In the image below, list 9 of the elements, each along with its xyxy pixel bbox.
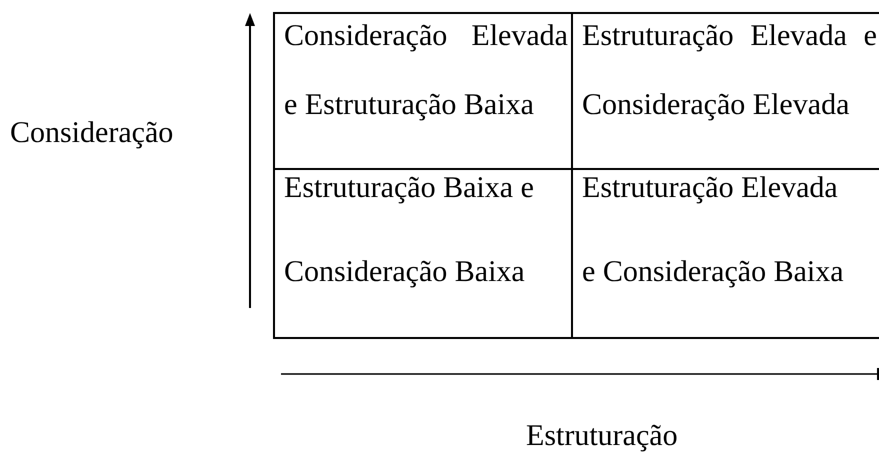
cell-text: Estruturação Baixa e Consideração Baixa xyxy=(284,171,534,288)
grid-cell xyxy=(573,168,879,339)
grid-cell xyxy=(273,168,573,339)
cell-text: Consideração Elevada e Estruturação Baixa xyxy=(284,19,568,121)
axis-label: Consideração xyxy=(10,116,174,150)
cell-text: Estruturação Elevada e Consideração Elevada xyxy=(582,19,877,121)
axis-label: Estruturação xyxy=(526,419,678,453)
cell-text: Estruturação Elevada e Consideração Baixa xyxy=(582,171,844,288)
grid-cell xyxy=(273,12,573,168)
